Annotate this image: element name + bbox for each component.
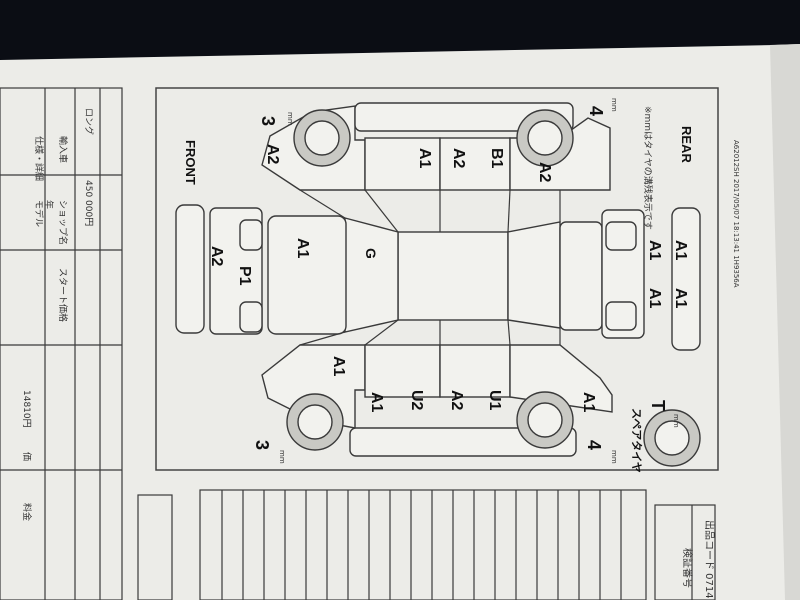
tire-depth-rear-left-unit: mm [610,450,618,464]
code-right-rear-fender: A2 [536,162,553,183]
code-windshield: G [363,248,379,259]
form-right-col2: 450 000円 [83,180,94,226]
form-header-6: スタート価格 [57,268,69,322]
car-diagram [175,102,701,467]
diagram-frame [155,87,719,471]
tire-depth-rear-left: 4 [584,440,604,450]
form-header-2: 輸入車 [57,136,69,163]
paper-edge-shadow [770,44,800,600]
code-right-rear-door-b: B1 [488,148,505,169]
form-header-1: 仕様・詳細 [33,136,45,181]
tire-depth-spare: T [648,400,668,411]
tire-depth-front-right-unit: mm [286,112,294,126]
tire-depth-rear-right-unit: mm [610,98,618,112]
code-right-rear-door: A2 [450,148,467,169]
front-label: FRONT [183,140,198,185]
tire-depth-front-right: 3 [258,116,278,126]
bottom-label-1: 検証番号 [681,548,694,588]
code-left-front-door-u: U2 [408,390,425,411]
code-front-bumper-a: A2 [208,246,225,267]
notes-grid [199,489,716,600]
code-rear-a1-left: A1 [646,240,663,261]
tire-depth-front-left: 3 [252,440,272,450]
tire-depth-spare-unit: mm [672,414,680,428]
code-front-bumper-p: P1 [236,266,253,286]
code-left-front-fender: A1 [330,356,347,377]
tire-depth-front-left-unit: mm [278,450,286,464]
code-left-rear-fender: A1 [580,392,597,413]
code-rear-a1-lower-right: A1 [672,288,689,309]
code-left-rear-door-u: U1 [486,390,503,411]
form-header-5: ショップ名 [57,200,69,245]
form-price-mid: 価 [21,452,33,461]
code-rear-a1-lower-left: A1 [646,288,663,309]
code-right-front-fender: A2 [264,144,281,165]
bottom-label-2: 出品コード 0714780 [703,520,716,600]
form-price-label: 料金 [21,503,33,521]
left-form-grid [0,87,173,600]
code-left-front-door: A1 [368,392,385,413]
form-header-3: モデル [33,200,45,227]
form-header-4: 年 [43,200,55,209]
code-right-front-door: A1 [416,148,433,169]
serial-code: A62012SH 2017/05/07 18:13:41 1H9356A [732,140,740,288]
tire-depth-rear-right: 4 [586,106,606,116]
rear-label: REAR [679,126,694,163]
code-hood: A1 [294,238,311,259]
spare-tire-label: スペアタイヤ [630,408,643,473]
code-left-rear-door: A2 [448,390,465,411]
code-rear-a1-right: A1 [672,240,689,261]
form-right-col1: ロング [83,108,95,135]
form-price-value: 14810円 [21,390,32,428]
tread-note: ※mmはタイヤの溝残表示です [642,106,654,230]
